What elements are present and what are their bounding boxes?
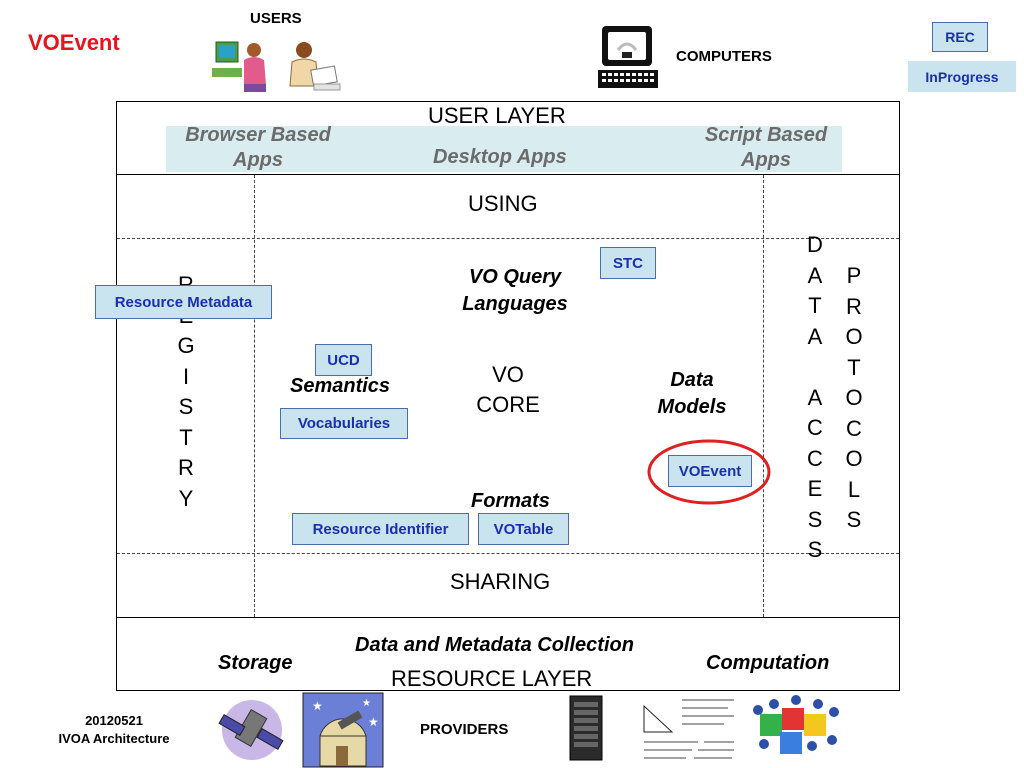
satellite-icon — [212, 692, 292, 768]
legend-in-progress: InProgress — [908, 61, 1016, 92]
observatory-icon: ★ ★ ★ — [302, 692, 384, 768]
user-layer-band — [166, 126, 842, 172]
legend-rec: REC — [932, 22, 988, 52]
storage-label: Storage — [218, 652, 293, 674]
providers-label: PROVIDERS — [420, 721, 509, 738]
architecture-frame — [116, 101, 900, 691]
desktop-apps-label: Desktop Apps — [433, 146, 567, 168]
ucd-tag: UCD — [315, 344, 372, 376]
data-models-label: Data Models — [657, 369, 727, 418]
resource-identifier-tag: Resource Identifier — [292, 513, 469, 545]
user-at-computer-icon — [212, 41, 266, 92]
users-label: USERS — [250, 10, 302, 27]
resource-layer-title: RESOURCE LAYER — [391, 666, 593, 691]
formats-label: Formats — [471, 490, 550, 512]
resource-metadata-tag: Resource Metadata — [95, 285, 272, 319]
svg-text:★: ★ — [312, 699, 323, 713]
stc-tag: STC — [600, 247, 656, 279]
vo-core-label: VO CORE — [476, 362, 540, 417]
user-reading-icon — [289, 42, 341, 91]
vocabularies-tag: Vocabularies — [280, 408, 408, 439]
browser-apps-label: Browser Based Apps — [185, 124, 331, 171]
user-layer-title: USER LAYER — [428, 103, 566, 128]
using-label: USING — [468, 191, 538, 216]
data-metadata-collection-label: Data and Metadata Collection — [355, 634, 634, 656]
computer-terminal-icon — [598, 26, 658, 88]
page-title: VOEvent — [28, 30, 120, 55]
voevent-highlight-ellipse — [647, 439, 771, 505]
footer-info: 20120521 IVOA Architecture — [58, 713, 170, 746]
svg-text:★: ★ — [368, 715, 379, 729]
team-puzzle-icon — [753, 695, 839, 754]
equations-icon — [638, 692, 740, 766]
server-icon — [569, 695, 603, 761]
svg-text:★: ★ — [362, 698, 371, 709]
computation-label: Computation — [706, 652, 830, 674]
script-apps-label: Script Based Apps — [704, 124, 828, 171]
voevent-tag: VOEvent — [668, 455, 752, 487]
semantics-label: Semantics — [290, 375, 391, 397]
vo-query-languages-label: VO Query Languages — [462, 266, 568, 315]
votable-tag: VOTable — [478, 513, 569, 545]
sharing-label: SHARING — [450, 569, 551, 594]
computers-label: COMPUTERS — [676, 48, 772, 65]
